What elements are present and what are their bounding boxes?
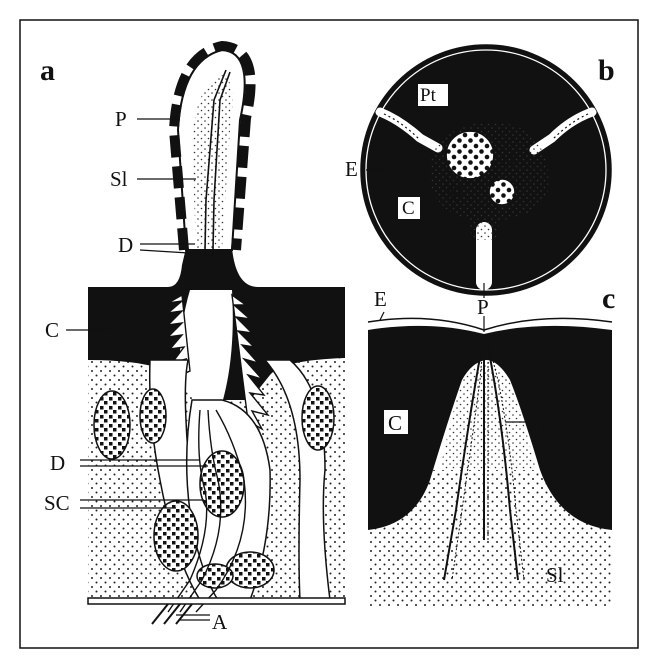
panel-label-a: a	[40, 54, 55, 87]
nucleus-2	[140, 389, 166, 443]
label-dendrite-bottom-a: D	[50, 451, 65, 475]
label-sheath-cell-a: SC	[44, 491, 70, 515]
panel-label-c: c	[602, 282, 615, 315]
label-sensillum-lymph-a: Sl	[110, 167, 128, 191]
dendrite-bundle-large	[446, 131, 494, 179]
nucleus-sc-2	[154, 501, 198, 571]
nucleus-5	[197, 564, 233, 588]
nucleus-4	[226, 552, 274, 588]
label-dendrite-top-a: D	[118, 233, 133, 257]
dendrite-bundle-small	[489, 179, 515, 205]
nucleus-3	[302, 386, 334, 450]
label-axon-a: A	[212, 610, 228, 634]
label-cuticle-b: C	[402, 198, 415, 219]
label-pore-c: P	[477, 295, 489, 319]
label-pore-tubule-b: Pt	[420, 85, 437, 106]
panel-c	[368, 318, 612, 608]
label-pore-a: P	[115, 107, 127, 131]
label-epicuticle-c: E	[374, 287, 387, 311]
label-epicuticle-b: E	[345, 157, 358, 181]
label-cuticle-a: C	[45, 318, 59, 342]
nucleus-1	[94, 391, 130, 459]
panel-label-b: b	[598, 54, 615, 87]
label-sensillum-lymph-b: Sl	[447, 184, 463, 205]
label-sensillum-lymph-c: Sl	[546, 563, 564, 587]
label-dendrite-b: D	[501, 150, 515, 171]
panel-b	[361, 45, 611, 295]
label-pore-tubule-c: Pt	[528, 411, 546, 435]
label-cuticle-c: C	[388, 411, 402, 435]
basement-membrane	[88, 598, 345, 604]
